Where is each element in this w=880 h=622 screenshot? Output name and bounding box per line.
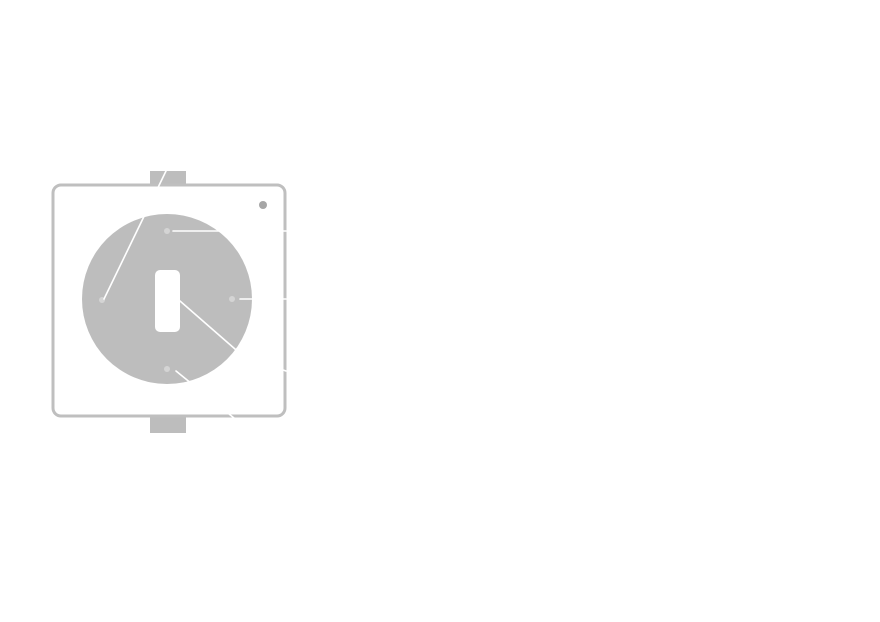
screw-hole-top — [164, 228, 170, 234]
top-tab — [150, 171, 186, 187]
indicator-dot — [259, 201, 267, 209]
bottom-tab — [150, 415, 186, 433]
screw-hole-bottom — [164, 366, 170, 372]
center-slot — [155, 270, 180, 332]
screw-hole-right — [229, 296, 235, 302]
leader-line-left-hole — [103, 170, 167, 300]
leader-line-bottom-hole — [175, 370, 235, 419]
callout-leader-lines — [103, 170, 287, 419]
leader-line-center-slot — [179, 300, 244, 357]
leader-line-center-slot-extension — [242, 355, 287, 372]
